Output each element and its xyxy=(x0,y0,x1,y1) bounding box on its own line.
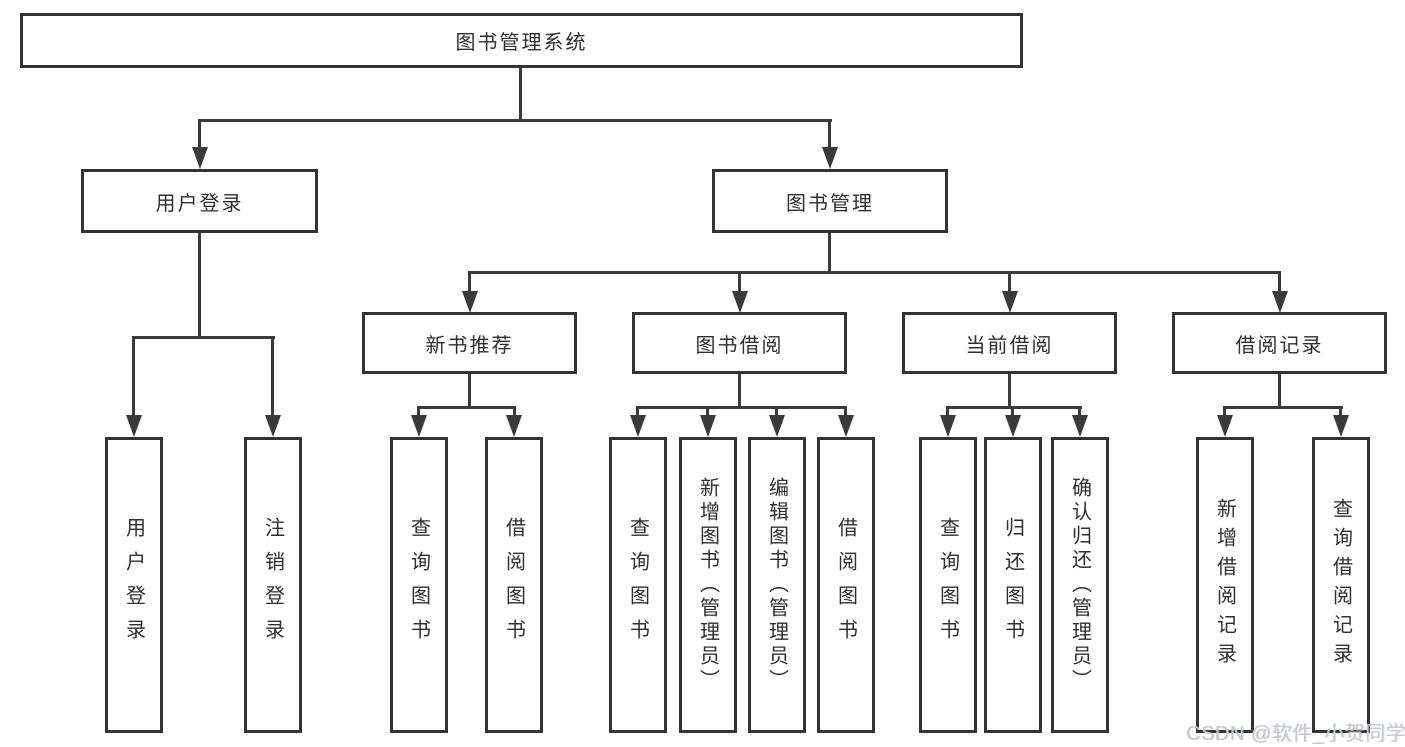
connector-bookborrow-stem xyxy=(738,374,741,406)
connector-drop-bookborrow xyxy=(738,271,741,292)
connector-root-bus xyxy=(198,119,832,122)
connector-drop-rec-query xyxy=(1339,406,1342,416)
connector-newbooks-bus xyxy=(417,406,516,409)
connector-currentborrow-bus xyxy=(946,406,1082,409)
arrowhead-cb-return xyxy=(1005,415,1021,437)
arrowhead-book-mgmt xyxy=(822,147,838,169)
leaf-logout: 注销登录 xyxy=(244,437,302,733)
connector-root-stem xyxy=(519,68,522,119)
arrowhead-newbooks xyxy=(462,291,478,313)
connector-drop-leaf-logout xyxy=(271,336,274,416)
connector-drop-newbooks xyxy=(468,271,471,292)
connector-currentborrow-stem xyxy=(1008,374,1011,406)
arrowhead-bb-add xyxy=(700,415,716,437)
leaf-user-login: 用户登录 xyxy=(105,437,163,733)
connector-bookborrow-bus xyxy=(636,406,846,409)
arrowhead-rec-query xyxy=(1333,415,1349,437)
arrowhead-bb-query xyxy=(630,415,646,437)
connector-records-bus xyxy=(1223,406,1343,409)
node-current-borrowing: 当前借阅 xyxy=(902,312,1117,374)
leaf-borrow-books: 借阅图书 xyxy=(817,437,875,733)
connector-drop-nb-query xyxy=(417,406,420,416)
arrowhead-leaf-logout xyxy=(265,415,281,437)
connector-drop-cb-confirm xyxy=(1078,406,1081,416)
connector-drop-leaf-login xyxy=(132,336,135,416)
connector-drop-bb-edit xyxy=(775,406,778,416)
leaf-return-books: 归还图书 xyxy=(984,437,1042,733)
node-borrowing-records: 借阅记录 xyxy=(1172,312,1387,374)
arrowhead-leaf-login xyxy=(126,415,142,437)
connector-drop-cb-return xyxy=(1011,406,1014,416)
node-user-login: 用户登录 xyxy=(81,169,318,233)
connector-drop-bb-add xyxy=(706,406,709,416)
leaf-add-books-admin: 新增图书（管理员） xyxy=(679,437,737,733)
node-book-borrowing: 图书借阅 xyxy=(632,312,847,374)
connector-drop-nb-borrow xyxy=(513,406,516,416)
csdn-watermark: CSDN @软件_小贺同学 xyxy=(1186,723,1405,745)
connector-bookmgmt-bus xyxy=(468,271,1281,274)
arrowhead-cb-query xyxy=(940,415,956,437)
arrowhead-user-login xyxy=(192,147,208,169)
arrowhead-bb-edit xyxy=(769,415,785,437)
connector-newbooks-stem xyxy=(468,374,471,406)
arrowhead-bb-borrow xyxy=(838,415,854,437)
node-new-book-recommendation: 新书推荐 xyxy=(362,312,577,374)
connector-drop-user-login xyxy=(198,119,201,149)
arrowhead-nb-query xyxy=(411,415,427,437)
connector-drop-bb-query xyxy=(636,406,639,416)
connector-userlogin-bus xyxy=(132,336,275,339)
leaf-borrow-books-newbooks: 借阅图书 xyxy=(485,437,543,733)
leaf-query-books-borrow: 查询图书 xyxy=(609,437,667,733)
arrowhead-bookborrow xyxy=(732,291,748,313)
arrowhead-rec-add xyxy=(1217,415,1233,437)
arrowhead-records xyxy=(1272,291,1288,313)
connector-drop-currentborrow xyxy=(1008,271,1011,292)
node-book-management: 图书管理 xyxy=(712,169,948,233)
leaf-query-books-current: 查询图书 xyxy=(919,437,977,733)
node-library-management-system: 图书管理系统 xyxy=(20,13,1023,68)
arrowhead-nb-borrow xyxy=(506,415,522,437)
connector-drop-book-mgmt xyxy=(828,119,831,149)
leaf-add-borrow-record: 新增借阅记录 xyxy=(1196,437,1254,733)
connector-drop-rec-add xyxy=(1223,406,1226,416)
leaf-query-borrow-record: 查询借阅记录 xyxy=(1312,437,1370,733)
connector-drop-bb-borrow xyxy=(844,406,847,416)
leaf-confirm-return-admin: 确认归还（管理员） xyxy=(1051,437,1109,733)
connector-drop-records xyxy=(1278,271,1281,292)
connector-bookmgmt-stem xyxy=(828,233,831,271)
leaf-edit-books-admin: 编辑图书（管理员） xyxy=(748,437,806,733)
connector-records-stem xyxy=(1278,374,1281,406)
connector-userlogin-stem xyxy=(198,233,201,336)
arrowhead-cb-confirm xyxy=(1072,415,1088,437)
arrowhead-currentborrow xyxy=(1002,291,1018,313)
connector-drop-cb-query xyxy=(946,406,949,416)
leaf-query-books-newbooks: 查询图书 xyxy=(390,437,448,733)
